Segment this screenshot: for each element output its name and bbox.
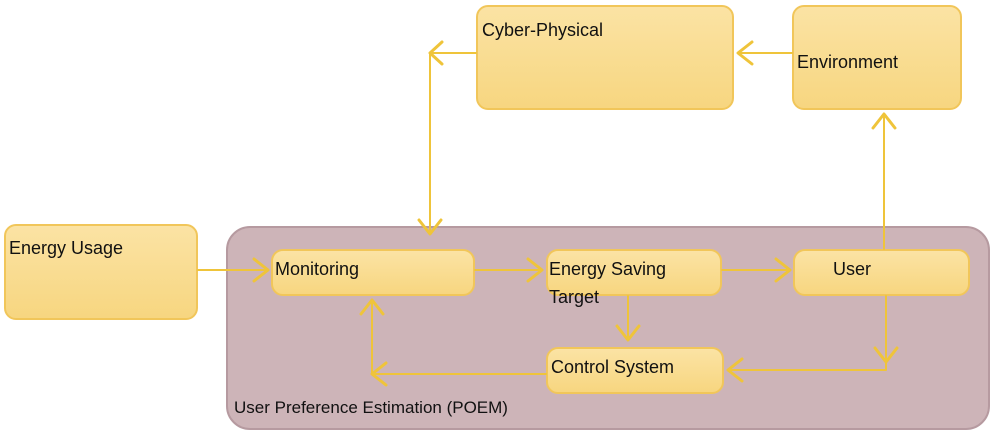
environment-label: Environment [797, 52, 899, 72]
arrowhead-control-system-left [370, 361, 388, 387]
energy-usage-node[interactable]: Energy Usage [4, 224, 198, 320]
arrowhead-environment-to-cyber-physical [736, 40, 754, 66]
cyber-physical-node[interactable]: Cyber-Physical [476, 5, 734, 110]
arrowhead-cyber-physical-top [428, 40, 444, 66]
environment-node[interactable]: Environment [792, 5, 962, 110]
cyber-physical-label: Cyber-Physical [482, 20, 604, 40]
arrowhead-cyber-physical-to-monitoring [417, 218, 443, 236]
control-system-label: Control System [551, 357, 675, 377]
arrow-control-system-to-monitoring [371, 299, 547, 375]
energy-saving-target-label-line2: Target [549, 287, 600, 307]
arrowhead-target-to-user [774, 257, 792, 283]
arrowhead-target-to-control-system [615, 324, 641, 342]
energy-usage-label: Energy Usage [9, 238, 124, 258]
arrowhead-energy-usage-to-monitoring [252, 257, 270, 283]
energy-saving-target-node[interactable]: Energy Saving [546, 249, 722, 296]
arrow-cyber-physical-to-monitoring [429, 52, 477, 233]
poem-group-label: User Preference Estimation (POEM) [234, 398, 508, 417]
arrowhead-user-down [873, 346, 899, 364]
arrowhead-monitoring-to-target [526, 257, 544, 283]
monitoring-node[interactable]: Monitoring [271, 249, 475, 296]
arrowhead-control-system-to-monitoring [359, 298, 385, 316]
monitoring-label: Monitoring [275, 259, 360, 279]
user-label: User [833, 259, 872, 279]
user-node[interactable]: User [793, 249, 970, 296]
arrow-user-to-control-system [727, 295, 887, 371]
arrowhead-user-to-environment [871, 112, 897, 130]
control-system-node[interactable]: Control System [546, 347, 724, 394]
arrowhead-user-to-control-system [726, 357, 744, 383]
energy-saving-target-label-line1: Energy Saving [549, 259, 667, 279]
